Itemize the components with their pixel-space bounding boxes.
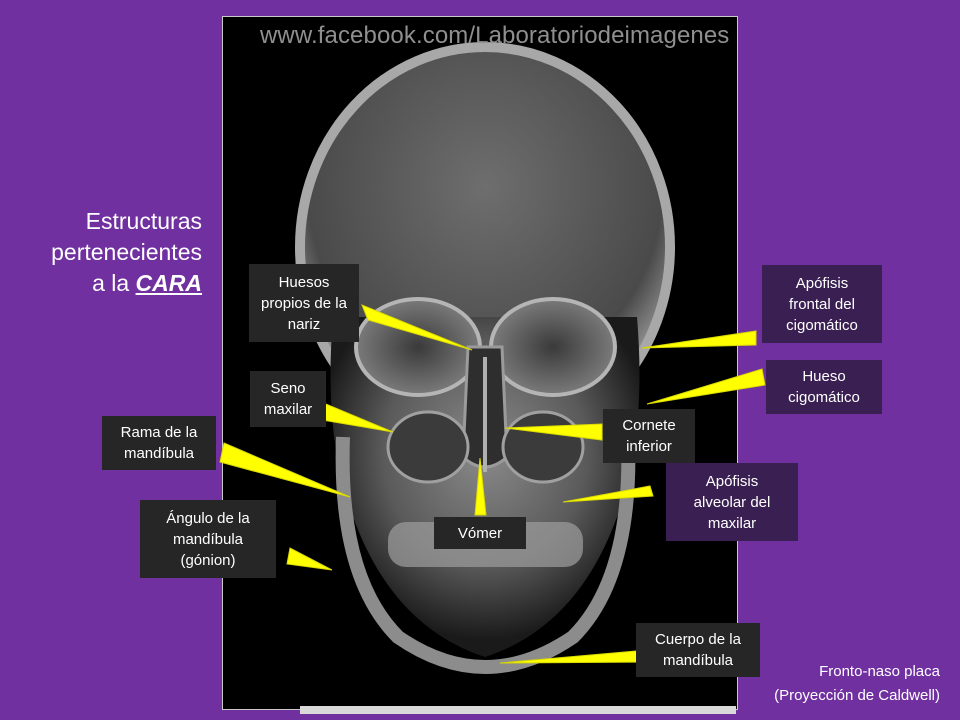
label-cornete-inferior: Cornete inferior: [603, 409, 695, 463]
title-line-3-prefix: a la: [92, 270, 136, 296]
projection-caption: Fronto-naso placa (Proyección de Caldwel…: [700, 660, 940, 708]
label-apofisis-alveolar: Apófisis alveolar del maxilar: [666, 463, 798, 541]
label-seno-maxilar: Seno maxilar: [250, 371, 326, 427]
title-line-2: pertenecientes: [51, 239, 202, 265]
xray-bottom-strip: [300, 706, 736, 714]
caption-line-1: Fronto-naso placa: [819, 663, 940, 680]
label-angulo-mandibula: Ángulo de la mandíbula (gónion): [140, 500, 276, 578]
xray-image: [222, 16, 738, 710]
label-cuerpo-mandibula: Cuerpo de la mandíbula: [636, 623, 760, 677]
slide-title: Estructuras pertenecientes a la CARA: [2, 206, 202, 299]
label-hueso-cigomatico: Hueso cigomático: [766, 360, 882, 414]
title-line-1: Estructuras: [85, 208, 202, 234]
caption-line-2: (Proyección de Caldwell): [774, 687, 940, 704]
watermark-text: www.facebook.com/Laboratoriodeimagenes: [260, 22, 730, 49]
label-rama-mandibula: Rama de la mandíbula: [102, 416, 216, 470]
skull-radiograph: [295, 42, 675, 674]
label-apofisis-frontal: Apófisis frontal del cigomático: [762, 265, 882, 343]
title-line-3: a la CARA: [2, 268, 202, 299]
title-emphasis: CARA: [135, 270, 202, 296]
label-vomer: Vómer: [434, 517, 526, 549]
label-huesos-propios: Huesos propios de la nariz: [249, 264, 359, 342]
